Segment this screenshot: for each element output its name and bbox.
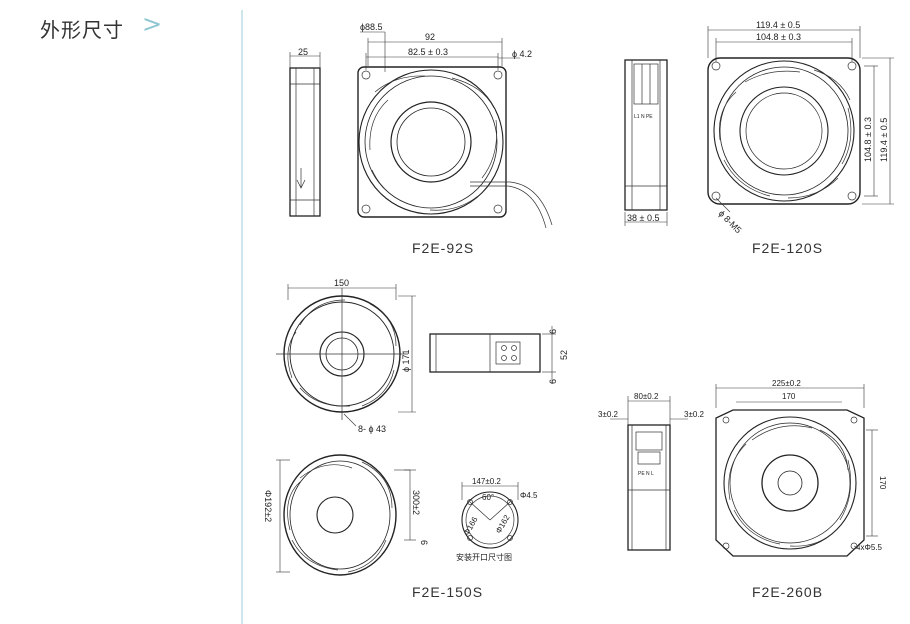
f2e-150s-dim-side-a: 6 (548, 329, 558, 334)
f2e-260b-terminal-labels: PE N L (638, 471, 654, 477)
f2e-120s-dim-holes: ϕ 8-M5 (717, 208, 744, 235)
f2e-120s-dim-depth: 38 ± 0.5 (627, 213, 659, 223)
f2e-92s-dim-hole-pitch: 82.5 ± 0.3 (408, 47, 448, 57)
f2e-260b-dim-height-inner: 170 (878, 476, 887, 490)
f2e-150s-dim-cutout-dia1: Φ166 (462, 515, 480, 537)
f2e-150s-dim-depth: 300±2 (411, 490, 421, 515)
f2e-120s-drawing: L1 N PE 38 ± 0.5 (624, 20, 894, 235)
f2e-92s-dim-hole-dia: ϕ 4.2 (512, 49, 532, 59)
caption-f2e-120s: F2E-120S (752, 240, 824, 256)
f2e-150s-dim-cutout-width: 147±0.2 (472, 477, 501, 486)
f2e-260b-dim-width-inner: 170 (782, 392, 796, 401)
f2e-120s-dim-height-outer: 119.4 ± 0.5 (879, 118, 889, 162)
f2e-92s-dim-outer-dia: ϕ88.5 (360, 22, 383, 32)
f2e-120s-dim-width-inner: 104.8 ± 0.3 (756, 32, 801, 42)
f2e-92s-dim-size: 92 (425, 32, 435, 42)
f2e-150s-cutout-drawing: 147±0.2 60° Φ4.5 Φ166 Φ162 安装开口尺寸图 (456, 477, 538, 562)
f2e-150s-dim-depth-small: 6 (419, 540, 429, 545)
f2e-150s-drawing: 150 ϕ 171 8- ϕ 43 6 52 6 (263, 278, 569, 576)
f2e-92s-front-view: ϕ88.5 92 82.5 ± 0.3 ϕ 4.2 (357, 22, 553, 229)
f2e-92s-dim-side-width: 25 (298, 47, 308, 57)
caption-f2e-92s: F2E-92S (412, 240, 475, 256)
f2e-260b-dim-holes: 4xΦ5.5 (856, 543, 883, 552)
f2e-150s-back-view: Φ192±2 300±2 6 (263, 454, 429, 576)
f2e-120s-dim-width-outer: 119.4 ± 0.5 (756, 20, 800, 30)
f2e-260b-front-view: 225±0.2 170 170 4xΦ5.5 (715, 379, 887, 557)
f2e-150s-side-view: 6 52 6 (429, 326, 569, 384)
f2e-150s-dim-height: ϕ 171 (401, 349, 411, 372)
caption-f2e-260b: F2E-260B (752, 584, 824, 600)
f2e-260b-drawing: PE N L 80±0.2 3±0.2 3±0.2 (598, 379, 887, 557)
chevron-right-icon[interactable]: > (142, 10, 163, 38)
caption-f2e-150s: F2E-150S (412, 584, 484, 600)
f2e-120s-dim-height-inner: 104.8 ± 0.3 (863, 117, 873, 162)
f2e-260b-side-view: PE N L 80±0.2 3±0.2 3±0.2 (598, 392, 705, 551)
f2e-92s-drawing: 25 (289, 22, 553, 229)
vertical-divider (241, 10, 243, 624)
f2e-150s-dim-cutout-angle: 60° (482, 493, 494, 502)
f2e-150s-dim-side-c: 6 (548, 379, 558, 384)
f2e-260b-dim-depth: 80±0.2 (634, 392, 659, 401)
f2e-120s-terminal-labels: L1 N PE (634, 114, 653, 120)
f2e-150s-dim-holes: 8- ϕ 43 (358, 424, 386, 434)
f2e-120s-front-view: 119.4 ± 0.5 104.8 ± 0.3 104.8 ± 0.3 119.… (707, 20, 894, 235)
f2e-260b-dim-width-outer: 225±0.2 (772, 379, 801, 388)
f2e-120s-side-view: L1 N PE 38 ± 0.5 (624, 59, 668, 226)
f2e-150s-dim-width: 150 (334, 278, 349, 288)
f2e-92s-side-view: 25 (289, 47, 321, 217)
f2e-260b-dim-flange-right: 3±0.2 (684, 410, 705, 419)
section-title: 外形尺寸 (40, 18, 124, 42)
f2e-150s-dim-cutout-dia2: Φ162 (494, 513, 512, 535)
f2e-150s-cutout-note: 安装开口尺寸图 (456, 552, 512, 562)
f2e-150s-dim-cutout-hole: Φ4.5 (520, 491, 538, 500)
f2e-260b-dim-flange-left: 3±0.2 (598, 410, 619, 419)
f2e-150s-dim-back-dia: Φ192±2 (263, 490, 273, 522)
f2e-150s-front-view: 150 ϕ 171 8- ϕ 43 (276, 278, 416, 434)
f2e-150s-dim-side-b: 52 (559, 350, 569, 360)
